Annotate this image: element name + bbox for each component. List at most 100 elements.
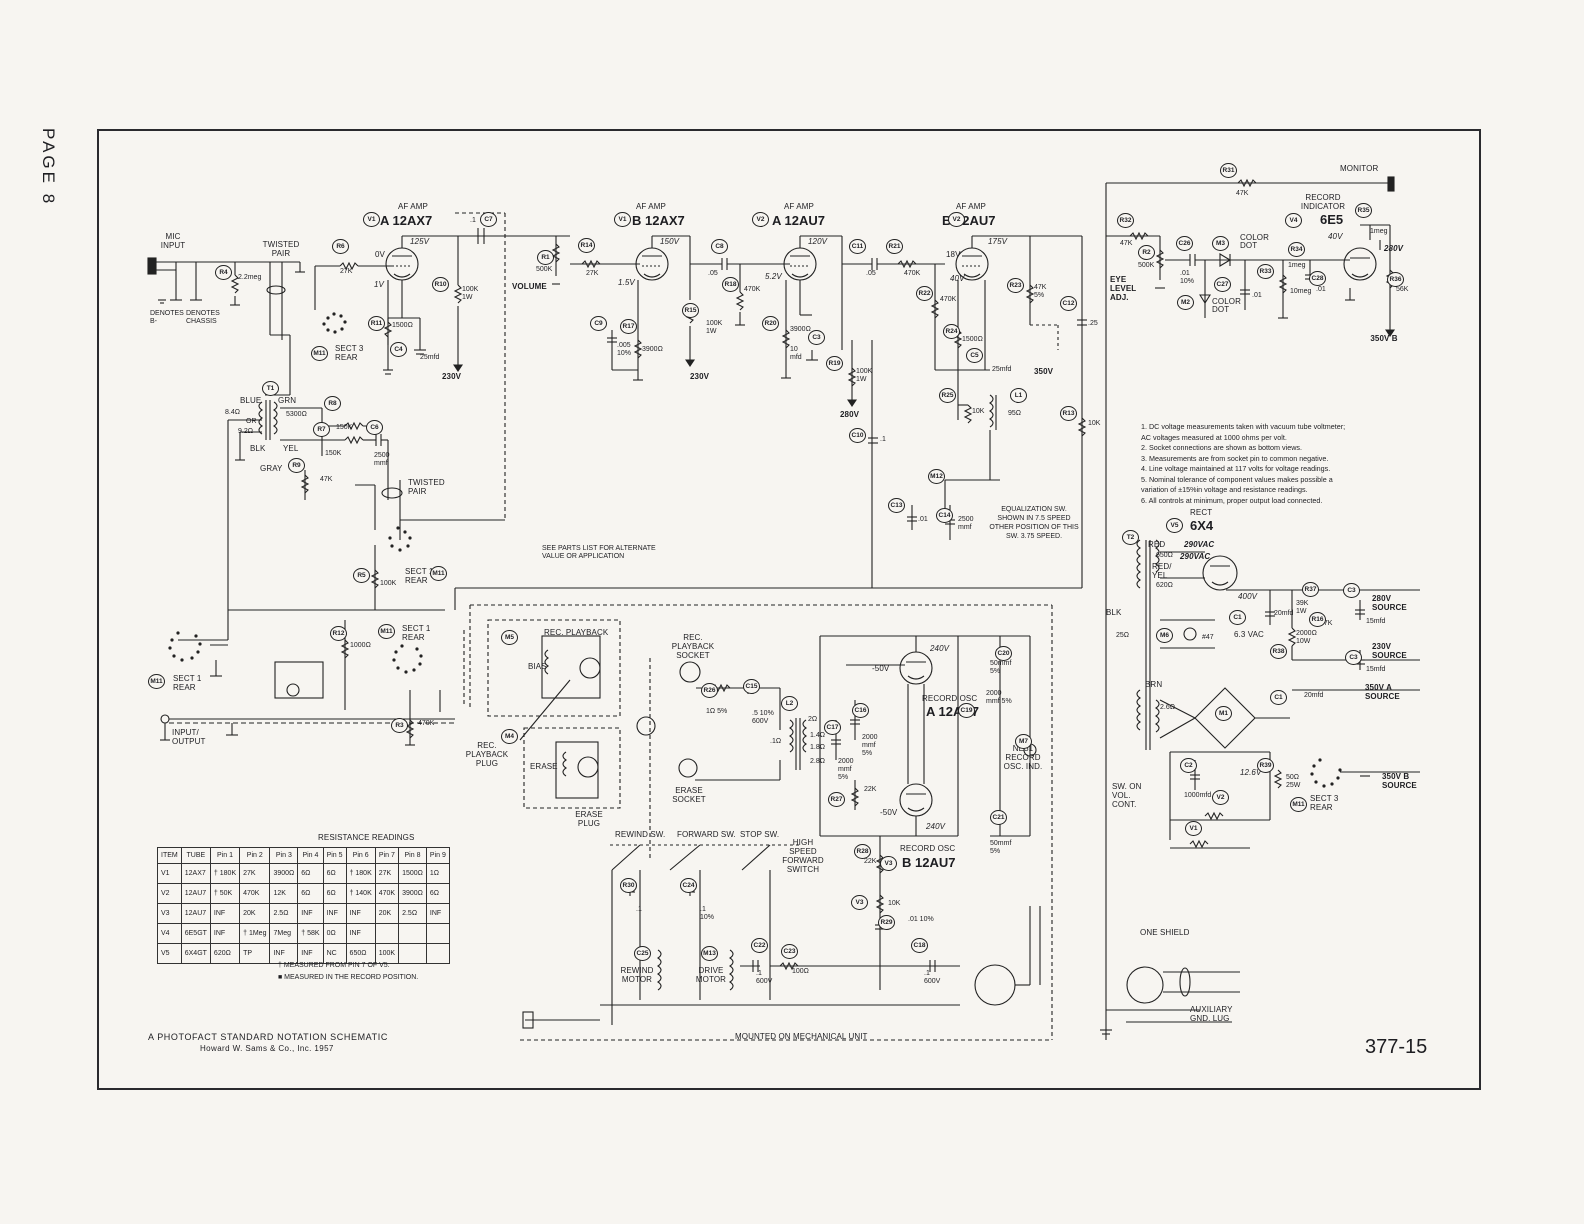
c26-value: .01 10% (1180, 270, 1195, 285)
record-indicator-section (1105, 176, 1396, 1040)
table-cell: 27K (374, 863, 400, 884)
t1-yel-label: YEL (283, 444, 299, 453)
switch-contacts (168, 312, 1342, 788)
table-cell: 7Meg (269, 923, 299, 944)
t1-blue-label: BLUE (240, 396, 262, 405)
r11-value: 1500Ω (392, 322, 413, 329)
rewind-sw-label: REWIND SW. (615, 830, 666, 839)
ref-designator: V3 (880, 856, 897, 871)
ref-designator: R20 (762, 316, 779, 331)
voltage-v3-plate-a: 240V (930, 644, 950, 653)
ref-designator: R24 (943, 324, 960, 339)
table-cell: INF (209, 903, 241, 924)
r38-value: 2000Ω 10W (1296, 630, 1317, 645)
ref-designator: R27 (828, 792, 845, 807)
rewind-motor-label: REWIND MOTOR (620, 966, 654, 984)
sw-on-vol-label: SW. ON VOL. CONT. (1112, 782, 1142, 809)
ref-designator: C16 (852, 703, 869, 718)
input-output-section (160, 587, 1082, 1041)
r2-value: 500K (1138, 262, 1155, 269)
table-cell: INF (425, 903, 450, 924)
ref-designator: V3 (851, 895, 868, 910)
t2-25-value: 25Ω (1116, 632, 1130, 639)
r1-value: 500K (536, 266, 553, 273)
record-osc-label-a: RECORD OSC (922, 694, 978, 703)
r10-value: 100K 1W (462, 286, 479, 301)
table-header-cell: Pin 1 (209, 847, 241, 864)
equalization-switch-label: EQUALIZATION SW. SHOWN IN 7.5 SPEED OTHE… (989, 506, 1079, 540)
ref-designator: R16 (1309, 612, 1326, 627)
c9-value: .005 10% (617, 342, 632, 357)
table-cell: 6Ω (297, 883, 324, 904)
ref-designator: L1 (1010, 388, 1027, 403)
r36-value: 56K (1396, 286, 1409, 293)
ref-designator: M13 (701, 946, 718, 961)
source-350b-label: 350V B SOURCE (1382, 772, 1417, 790)
table-cell: 6Ω (297, 863, 324, 884)
t2-red-label: RED (1148, 540, 1166, 549)
c4-value: 25mfd (420, 354, 440, 361)
l2-1-value: .1Ω (770, 738, 782, 745)
ref-designator: C2 (1180, 758, 1197, 773)
r8-value: 150K (336, 424, 353, 431)
voltage-290vac-b: 290VAC (1180, 552, 1211, 561)
ref-designator: C18 (911, 938, 928, 953)
c5-value: 25mfd (992, 366, 1012, 373)
voltage-350b: 350V B (1370, 334, 1398, 343)
voltage-1-5: 1.5V (618, 278, 635, 287)
ref-designator: C14 (936, 508, 953, 523)
sect1-rear-label-b: SECT 1 REAR (173, 674, 202, 692)
table-cell: 12AX7 (180, 863, 211, 884)
sect3-rear-label: SECT 3 REAR (335, 344, 364, 362)
rec-playback-socket-label: REC. PLAYBACK SOCKET (671, 633, 715, 660)
r22-value: 470K (940, 296, 957, 303)
plug-socket-section (487, 619, 807, 860)
l2-1-4-value: 1.4Ω (810, 732, 825, 739)
ref-designator: R33 (1257, 264, 1274, 279)
voltage-v3-plate-b: 240V (926, 822, 946, 831)
r31-value: 47K (1236, 190, 1249, 197)
ref-designator: M11 (311, 346, 328, 361)
ref-designator: R19 (826, 356, 843, 371)
voltage-18: 18V (946, 250, 961, 259)
table-cell: 3900Ω (398, 883, 427, 904)
mounted-label: MOUNTED ON MECHANICAL UNIT (735, 1032, 868, 1041)
r15-value: 100K 1W (706, 320, 723, 335)
ref-designator: V1 (614, 212, 631, 227)
ref-designator: V2 (752, 212, 769, 227)
v2a-stage (735, 235, 945, 588)
ref-designator: C3 (1345, 650, 1362, 665)
ref-designator: R25 (939, 388, 956, 403)
c3c-value: 10 mfd (790, 346, 802, 361)
voltage-230-a: 230V (442, 372, 462, 381)
ref-designator: C8 (711, 239, 728, 254)
table-header-cell: Pin 4 (297, 847, 324, 864)
table-header-cell: ITEM (157, 847, 182, 864)
v2a-tube-label: A 12AU7 (772, 213, 825, 228)
r13-value: 10K (1088, 420, 1101, 427)
note-line: AC voltages measured at 1000 ohms per vo… (1141, 432, 1287, 442)
table-cell: † 140K (345, 883, 376, 904)
volume-label: VOLUME (512, 282, 547, 291)
r3-value: 470K (418, 720, 435, 727)
t1-9-2-value: 9.2Ω (238, 428, 253, 435)
ref-designator: C4 (390, 342, 407, 357)
voltage-v3-grid-a: -50V (872, 664, 890, 673)
ref-designator: T2 (1122, 530, 1139, 545)
table-header-cell: Pin 3 (269, 847, 299, 864)
ref-designator: R23 (1007, 278, 1024, 293)
c11-value: .05 (866, 270, 876, 277)
table-cell: NC (322, 943, 347, 964)
c23-value: .1 600V (756, 970, 773, 985)
voltage-0v: 0V (375, 250, 385, 259)
note-line: variation of ±15%in voltage and resistan… (1141, 485, 1308, 494)
v1b-stage (520, 235, 790, 381)
c2-value: 1000mfd (1184, 792, 1212, 799)
ref-designator: R32 (1117, 213, 1134, 228)
forward-sw-label: FORWARD SW. (677, 830, 736, 839)
ref-designator: R28 (854, 844, 871, 859)
r34-value: 1meg (1288, 262, 1306, 269)
table-cell: TP (239, 943, 271, 964)
